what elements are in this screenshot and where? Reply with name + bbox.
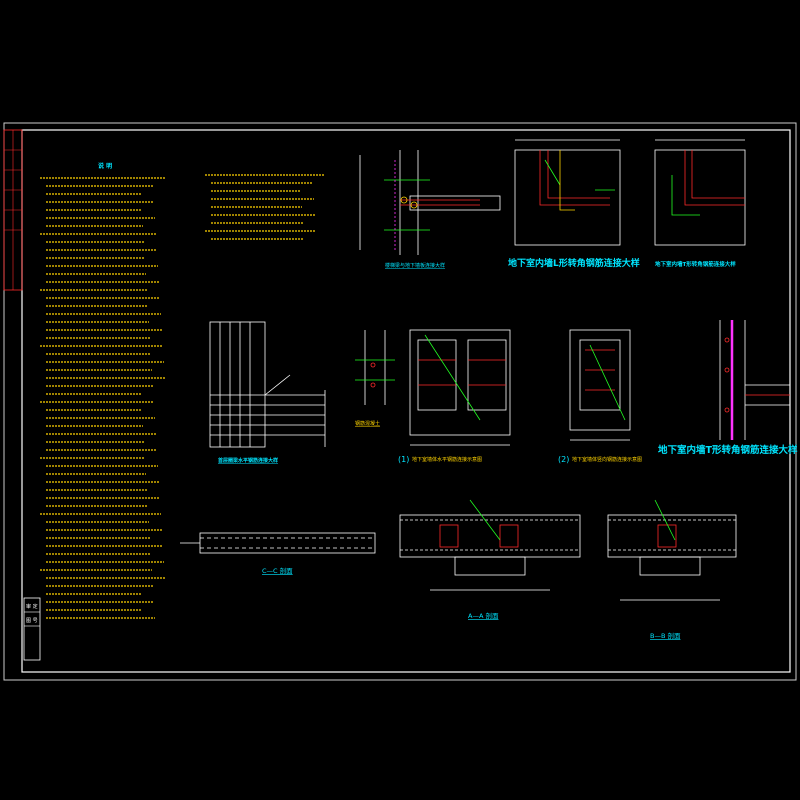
title-t-corner-mid: 地下室内墙T形转角钢筋连接大样 xyxy=(658,444,798,456)
title-block-b: 图 号 xyxy=(26,618,38,624)
title-block: 审 定 图 号 xyxy=(23,597,41,661)
section-b-b xyxy=(607,499,737,601)
general-notes: 说 明 xyxy=(40,162,325,619)
label-2: (2) xyxy=(558,455,569,464)
title-section-c-c: C—C 剖面 xyxy=(262,566,293,575)
title-ring-beam: 首层圈梁水平钢筋连接大样 xyxy=(218,457,278,464)
title-section-a-a: A—A 剖面 xyxy=(468,611,499,620)
title-block-a: 审 定 xyxy=(26,603,38,610)
notes-lines-left xyxy=(40,177,165,619)
label-1: (1) xyxy=(398,455,409,464)
detail-stair-beam xyxy=(359,150,501,255)
left-margin-strip xyxy=(3,129,23,291)
title-section-b-b: B—B 剖面 xyxy=(650,631,681,640)
detail-vertical-rebar xyxy=(569,329,631,441)
detail-t-corner-top xyxy=(654,139,746,246)
section-c-c xyxy=(180,532,376,554)
title-wall-section: 钢筋混凝土 xyxy=(355,420,380,427)
section-a-a xyxy=(399,499,581,591)
detail-l-corner xyxy=(514,139,621,246)
title-stair-beam: 楼梯梁与地下墙板连接大样 xyxy=(385,262,445,269)
title-t-corner-top: 地下室内墙T形转角钢筋连接大样 xyxy=(655,260,736,268)
detail-t-corner-mid xyxy=(719,320,790,440)
title-l-corner: 地下室内墙L形转角钢筋连接大样 xyxy=(508,257,640,269)
notes-heading: 说 明 xyxy=(98,162,112,170)
outer-frame xyxy=(3,122,797,681)
notes-lines-mid xyxy=(205,174,325,240)
title-vertical-rebar: 地下室墙体竖向钢筋连接示意图 xyxy=(572,456,642,463)
title-horizontal-rebar: 地下室墙体水平钢筋连接示意图 xyxy=(412,456,482,463)
inner-frame xyxy=(21,129,791,673)
detail-wall-section xyxy=(355,330,395,405)
detail-horizontal-rebar xyxy=(409,329,511,446)
detail-ring-beam xyxy=(209,321,326,448)
